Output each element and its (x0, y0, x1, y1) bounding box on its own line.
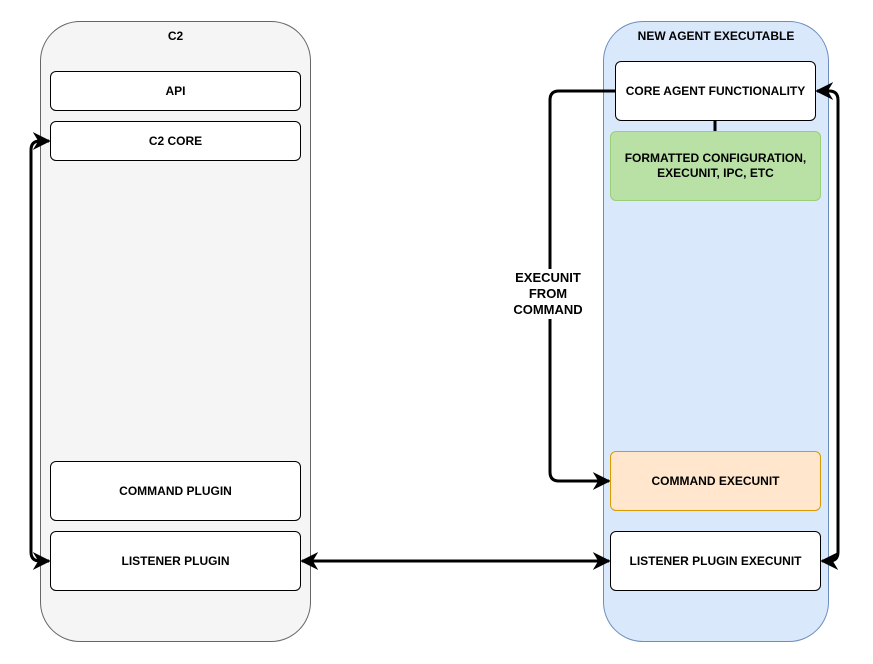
formatted-configuration-box: FORMATTED CONFIGURATION, EXECUNIT, IPC, … (610, 131, 821, 201)
command-plugin-box: COMMAND PLUGIN (50, 461, 301, 521)
execunit-from-command-label: EXECUNIT FROM COMMAND (498, 269, 598, 319)
api-box: API (50, 71, 301, 111)
edge-core-listener-execunit-loop (815, 82, 840, 570)
edge-core-listener-loop (29, 132, 51, 570)
c2-core-box: C2 CORE (50, 121, 301, 161)
listener-plugin-execunit-box: LISTENER PLUGIN EXECUNIT (610, 531, 821, 591)
c2-title: C2 (167, 29, 184, 43)
core-agent-functionality-box: CORE AGENT FUNCTIONALITY (615, 61, 816, 121)
listener-plugin-box: LISTENER PLUGIN (50, 531, 301, 591)
agent-title: NEW AGENT EXECUTABLE (637, 29, 795, 43)
edge-label-text: EXECUNIT FROM COMMAND (513, 270, 583, 317)
formatted-configuration-label: FORMATTED CONFIGURATION, EXECUNIT, IPC, … (624, 151, 807, 180)
command-execunit-box: COMMAND EXECUNIT (610, 451, 821, 511)
